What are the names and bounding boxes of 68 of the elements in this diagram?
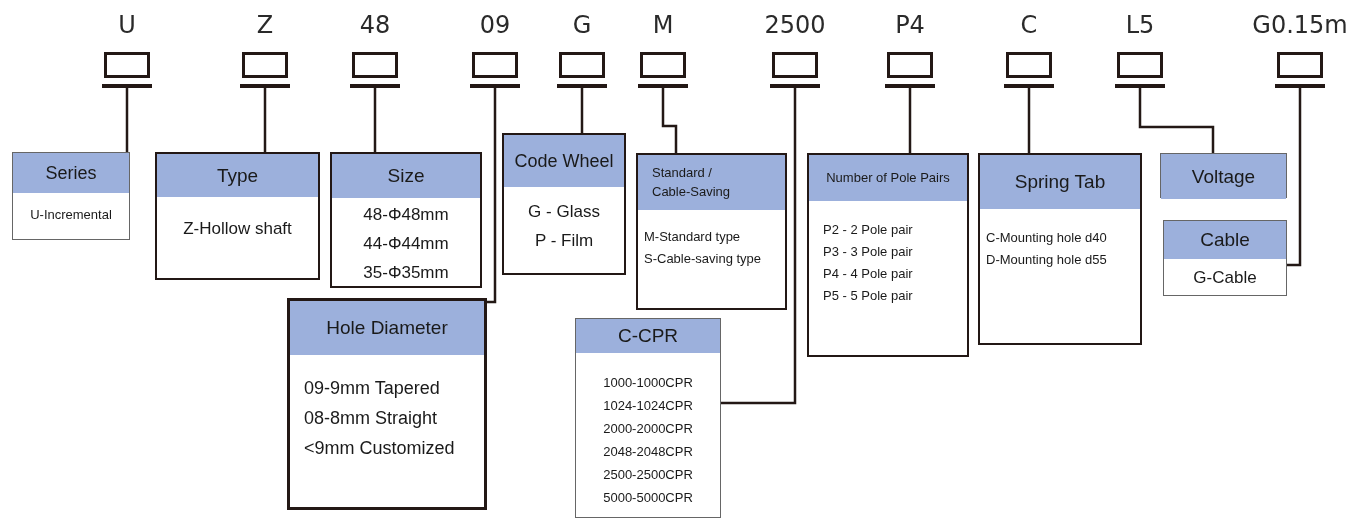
option-text: 2048-2048CPR	[603, 443, 693, 461]
connector-line	[373, 88, 377, 152]
code-letter: 48	[359, 10, 391, 41]
connector-line	[487, 88, 497, 304]
box-header: Type	[157, 154, 318, 197]
box-header: Size	[332, 154, 480, 198]
box-header: Voltage	[1161, 154, 1286, 199]
code-letter: U	[118, 10, 136, 41]
option-text: 09-9mm Tapered	[304, 377, 440, 400]
code-letter: L5	[1125, 10, 1155, 41]
box-header: Series	[13, 153, 129, 193]
option-text: U-Incremental	[30, 206, 112, 224]
option-text: M-Standard type	[644, 228, 741, 246]
box-header: Standard / Cable-Saving	[638, 155, 785, 210]
option-text: P5 - 5 Pole pair	[823, 287, 913, 305]
code-letter: C	[1020, 10, 1038, 41]
option-text: <9mm Customized	[304, 437, 455, 460]
description-box	[155, 152, 320, 280]
description-box	[575, 318, 721, 518]
connector-line	[908, 88, 912, 153]
code-letter: Z	[256, 10, 274, 41]
description-box	[1163, 220, 1287, 296]
option-text: P4 - 4 Pole pair	[823, 265, 913, 283]
connector-line	[1138, 88, 1215, 153]
connector-line	[580, 88, 584, 133]
box-header: Code Wheel	[504, 135, 624, 187]
code-letter: M	[652, 10, 674, 41]
description-box	[287, 298, 487, 510]
code-letter: P4	[895, 10, 925, 41]
description-box	[636, 153, 787, 310]
option-text: 1024-1024CPR	[603, 397, 693, 415]
connector-line	[1287, 88, 1302, 267]
option-text: G-Cable	[1193, 267, 1257, 289]
connector-line	[263, 88, 267, 152]
option-text: G - Glass	[528, 201, 600, 223]
description-box	[978, 153, 1142, 345]
description-box	[330, 152, 482, 288]
option-text: 08-8mm Straight	[304, 407, 438, 430]
connector-line	[125, 88, 129, 152]
connector-line	[721, 88, 797, 405]
box-header: C-CPR	[576, 319, 720, 353]
description-box	[502, 133, 626, 275]
box-header: Spring Tab	[980, 155, 1140, 209]
option-text: 2000-2000CPR	[603, 420, 693, 438]
option-text: 44-Φ44mm	[363, 233, 449, 255]
option-text: 35-Φ35mm	[363, 262, 449, 284]
option-text: 5000-5000CPR	[603, 489, 693, 507]
code-letter: G0.15m	[1252, 10, 1348, 41]
box-header: Number of Pole Pairs	[809, 155, 967, 201]
option-text: 2500-2500CPR	[603, 466, 693, 484]
connector-line	[1027, 88, 1031, 153]
option-text: Z-Hollow shaft	[183, 218, 292, 240]
description-box	[12, 152, 130, 240]
option-text: 48-Φ48mm	[363, 204, 449, 226]
option-text: D-Mounting hole d55	[986, 251, 1107, 269]
option-text: P2 - 2 Pole pair	[823, 221, 913, 239]
option-text: 1000-1000CPR	[603, 374, 693, 392]
description-box	[807, 153, 969, 357]
connector-line	[661, 88, 678, 153]
option-text: S-Cable-saving type	[644, 250, 762, 268]
code-letter: G	[572, 10, 592, 41]
box-header: Cable	[1164, 221, 1286, 259]
option-text: P - Film	[534, 230, 594, 252]
option-text: P3 - 3 Pole pair	[823, 243, 913, 261]
box-header: Hole Diameter	[290, 301, 484, 355]
code-letter: 09	[479, 10, 511, 41]
option-text: C-Mounting hole d40	[986, 229, 1107, 247]
code-letter: 2500	[764, 10, 826, 41]
